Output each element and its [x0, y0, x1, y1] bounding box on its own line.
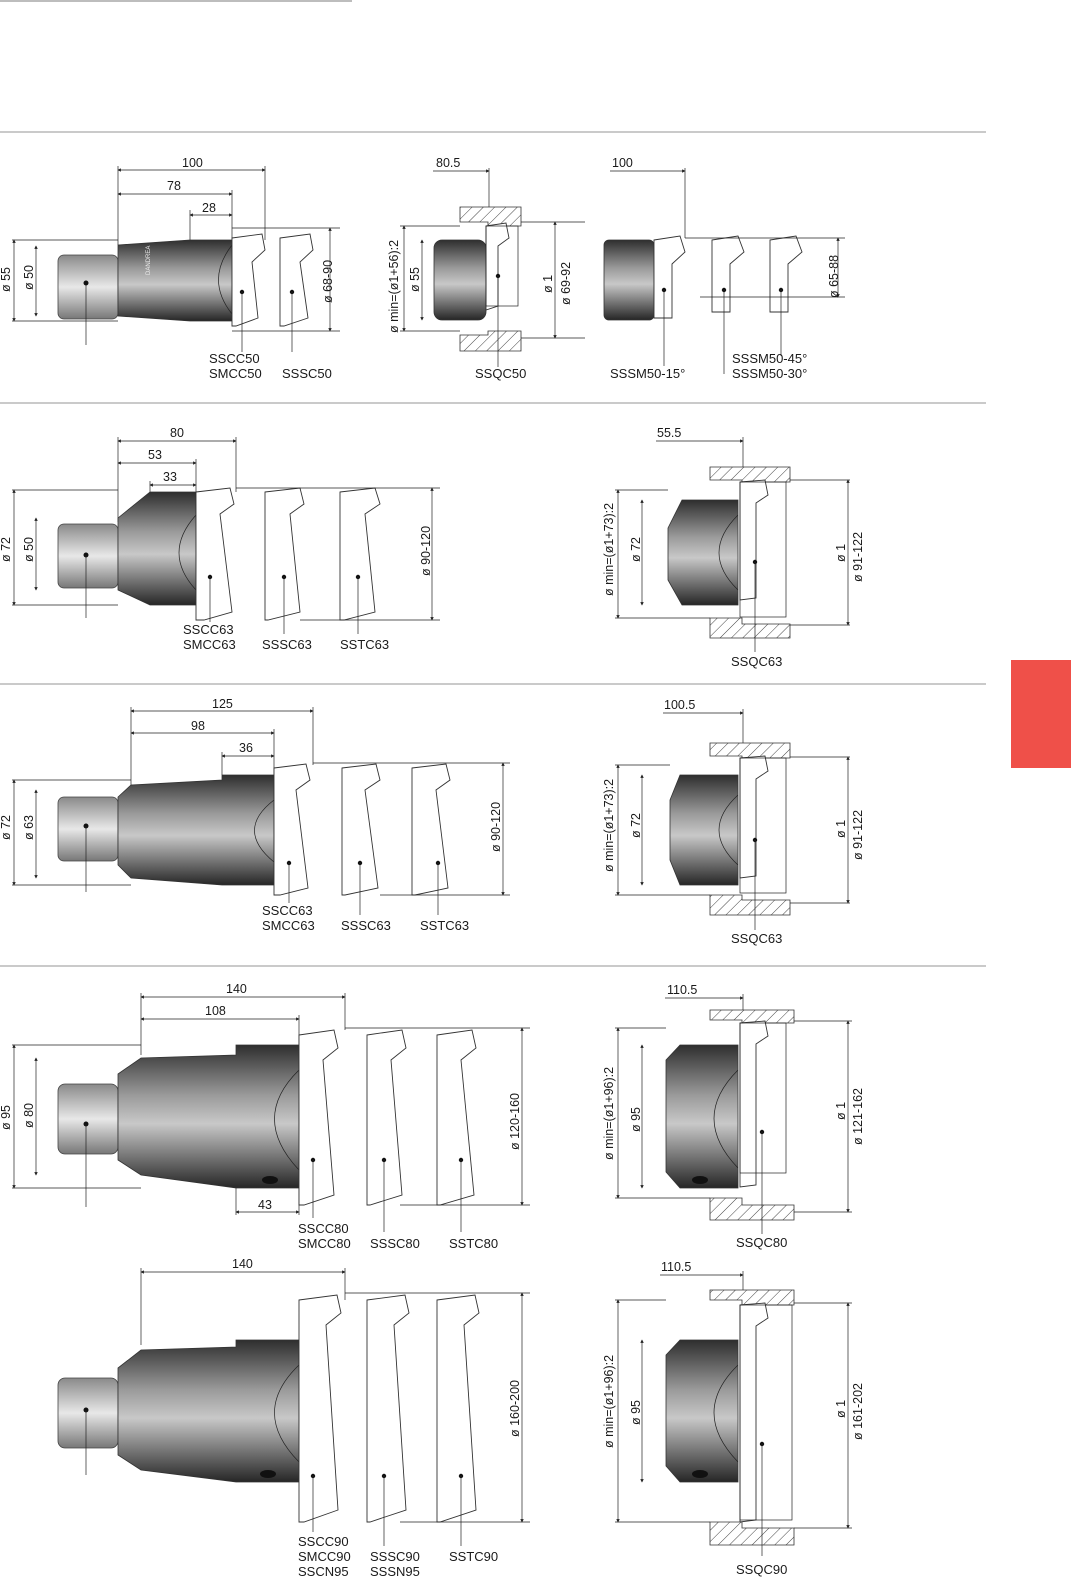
tool-code: SSSM50-45°	[732, 351, 807, 366]
diameter-label: ø 72	[0, 815, 13, 840]
diameter-label: ø 91-122	[851, 532, 865, 582]
dim-length: 43	[258, 1198, 272, 1212]
dim-length: 80	[170, 426, 184, 440]
tool-code: SMCC63	[262, 918, 315, 933]
diameter-label: ø 91-122	[851, 810, 865, 860]
dim-length: 140	[232, 1257, 253, 1271]
section-50: 100 78 28 DANDREA ø 55 ø 50 ø 68-90 SSCC…	[0, 156, 845, 381]
diameter-label: ø 72	[0, 537, 13, 562]
dim-length: 125	[212, 697, 233, 711]
diameter-label: ø min=(ø1+96):2	[602, 1067, 616, 1160]
diameter-label: ø 95	[629, 1107, 643, 1132]
tool-code: SMCC63	[183, 637, 236, 652]
tool-code: SSQC90	[736, 1562, 787, 1577]
diameter-label: ø 90-120	[419, 526, 433, 576]
dim-length: 33	[163, 470, 177, 484]
tool-code: SSSC80	[370, 1236, 420, 1251]
diameter-label: ø 80	[22, 1103, 36, 1128]
dim-length: 100	[182, 156, 203, 170]
tool-code: SSTC63	[340, 637, 389, 652]
diameter-label: ø 161-202	[851, 1383, 865, 1440]
diameter-label: ø 50	[22, 265, 36, 290]
section-color-tab	[1011, 660, 1071, 768]
body-brand: DANDREA	[146, 246, 152, 275]
dim-length: 108	[205, 1004, 226, 1018]
tool-code: SSTC90	[449, 1549, 498, 1564]
diameter-label: ø 55	[0, 267, 13, 292]
section-90: 140 ø 160-200 SSCC90 SMCC90 SSCN95 SSSC9…	[57, 1257, 865, 1579]
diameter-label: ø 121-162	[851, 1088, 865, 1145]
diameter-label: ø 90-120	[489, 802, 503, 852]
tool-code: SMCC50	[209, 366, 262, 381]
tool-code: SSTC63	[420, 918, 469, 933]
diameter-label: ø 69-92	[559, 262, 573, 305]
tool-code: SMCC90	[298, 1549, 351, 1564]
tool-code: SSSM50-30°	[732, 366, 807, 381]
diameter-label: ø 1	[834, 1400, 848, 1418]
diameter-label: ø 1	[834, 820, 848, 838]
section-63-50: 80 53 33 ø 72 ø 50 ø 90-120 SSCC63 SMCC6…	[0, 426, 865, 669]
tool-code: SMCC80	[298, 1236, 351, 1251]
dim-length: 78	[167, 179, 181, 193]
dim-length: 110.5	[667, 983, 697, 997]
dim-length: 53	[148, 448, 162, 462]
tool-code: SSSC63	[341, 918, 391, 933]
diameter-label: ø 68-90	[321, 260, 335, 303]
tool-code: SSCC63	[262, 903, 313, 918]
diameter-label: ø 95	[0, 1105, 13, 1130]
tool-code: SSCN95	[298, 1564, 349, 1579]
diameter-label: ø 95	[629, 1400, 643, 1425]
diameter-label: ø 160-200	[508, 1380, 522, 1437]
diameter-label: ø 55	[408, 267, 422, 292]
tool-code: SSCC50	[209, 351, 260, 366]
tool-code: SSQC80	[736, 1235, 787, 1250]
dim-length: 98	[191, 719, 205, 733]
tool-code: SSSC90	[370, 1549, 420, 1564]
dim-length: 28	[202, 201, 216, 215]
tool-code: SSSC50	[282, 366, 332, 381]
diameter-label: ø min=(ø1+96):2	[602, 1355, 616, 1448]
tool-code: SSQC50	[475, 366, 526, 381]
diameter-label: ø 1	[834, 544, 848, 562]
diameter-label: ø 65-88	[827, 255, 841, 298]
dim-length: 100.5	[664, 698, 695, 712]
tool-code: SSQC63	[731, 654, 782, 669]
tool-code: SSTC80	[449, 1236, 498, 1251]
diameter-label: ø 50	[22, 537, 36, 562]
diameter-label: ø min=(ø1+73):2	[602, 779, 616, 872]
dim-length: 55.5	[657, 426, 681, 440]
tool-code: SSSC63	[262, 637, 312, 652]
tool-code: SSCC80	[298, 1221, 349, 1236]
tool-code: SSCC90	[298, 1534, 349, 1549]
diameter-label: ø min=(ø1+73):2	[602, 503, 616, 596]
dim-length: 100	[612, 156, 633, 170]
top-rule	[0, 0, 352, 2]
diameter-label: ø 72	[629, 813, 643, 838]
diameter-label: ø 63	[22, 815, 36, 840]
diameter-label: ø 72	[629, 537, 643, 562]
section-63-72: 125 98 36 ø 72 ø 63 ø 90-120 SSCC63 SMCC…	[0, 697, 865, 946]
diameter-label: ø 1	[834, 1102, 848, 1120]
dim-length: 110.5	[661, 1260, 691, 1274]
diameter-label: ø 1	[541, 275, 555, 293]
tool-code: SSCC63	[183, 622, 234, 637]
tool-code: SSSM50-15°	[610, 366, 685, 381]
tool-code: SSQC63	[731, 931, 782, 946]
section-80: 140 108 43 ø 95 ø 80 ø 120-160 SSCC80 SM…	[0, 982, 865, 1251]
diameter-label: ø min=(ø1+56):2	[387, 240, 401, 333]
dim-length: 36	[239, 741, 253, 755]
dim-length: 140	[226, 982, 247, 996]
tool-code: SSSN95	[370, 1564, 420, 1579]
diameter-label: ø 120-160	[508, 1093, 522, 1150]
dim-length: 80.5	[436, 156, 460, 170]
